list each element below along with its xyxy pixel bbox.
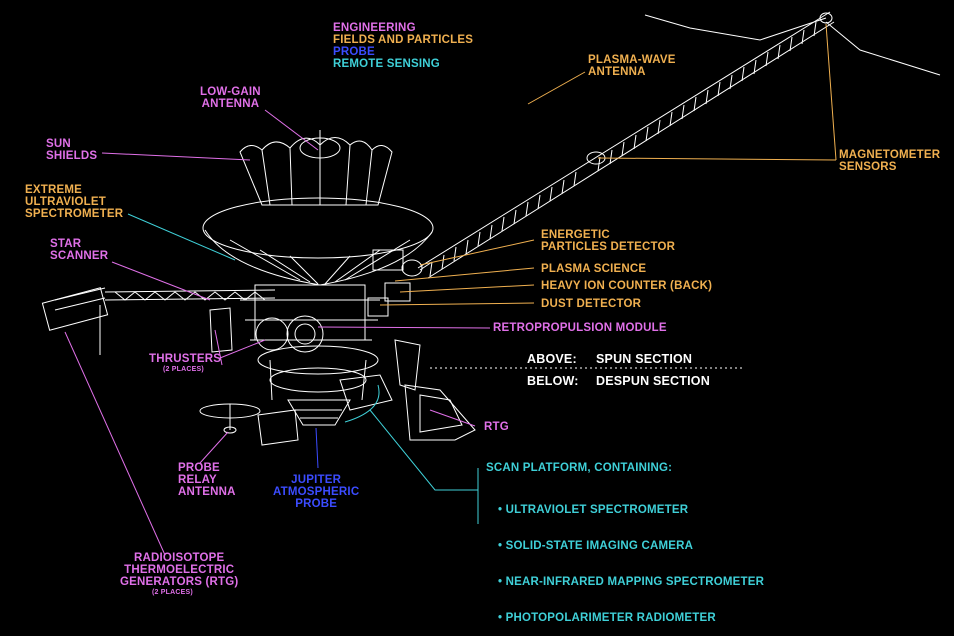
label-thrusters: THRUSTERS — [149, 353, 222, 365]
spacecraft-diagram — [41, 11, 941, 556]
scan-platform-item: PHOTOPOLARIMETER RADIOMETER — [498, 612, 764, 624]
label-retropropulsion-module: RETROPROPULSION MODULE — [493, 322, 667, 334]
label-heavy-ion-counter: HEAVY ION COUNTER (BACK) — [541, 280, 713, 292]
label-star-scanner: STAR SCANNER — [50, 238, 109, 262]
label-plasma-science: PLASMA SCIENCE — [541, 263, 647, 275]
label-rtg-generators: RADIOISOTOPE THERMOELECTRIC GENERATORS (… — [120, 552, 239, 588]
label-low-gain-antenna: LOW-GAIN ANTENNA — [200, 86, 261, 110]
label-thrusters-note: (2 PLACES) — [163, 366, 204, 373]
scan-platform-list: ULTRAVIOLET SPECTROMETER SOLID-STATE IMA… — [498, 480, 764, 636]
despun-section — [257, 345, 393, 426]
label-extreme-ultraviolet-spectrometer: EXTREME ULTRAVIOLET SPECTROMETER — [25, 184, 124, 220]
particle-detectors — [367, 249, 423, 317]
fields-particles-leaders — [379, 23, 837, 306]
rtg-boom — [41, 287, 276, 355]
label-probe-relay-antenna: PROBE RELAY ANTENNA — [178, 462, 236, 498]
antenna-dish — [202, 197, 434, 286]
probe-relay-antenna — [199, 403, 299, 446]
label-magnetometer-sensors: MAGNETOMETER SENSORS — [839, 149, 941, 173]
legend-fields-and-particles: FIELDS AND PARTICLES — [333, 34, 474, 46]
legend-probe: PROBE — [333, 46, 375, 58]
label-dust-detector: DUST DETECTOR — [541, 298, 642, 310]
label-below: BELOW: — [527, 374, 579, 388]
remote-sensing-leaders — [127, 213, 479, 524]
probe-leader — [315, 427, 319, 469]
spun-section-body — [209, 284, 421, 391]
scan-platform-item: ULTRAVIOLET SPECTROMETER — [498, 504, 764, 516]
label-energetic-particles-detector: ENERGETIC PARTICLES DETECTOR — [541, 229, 676, 253]
label-plasma-wave-antenna: PLASMA-WAVE ANTENNA — [588, 54, 676, 78]
label-sun-shields: SUN SHIELDS — [46, 138, 98, 162]
label-above: ABOVE: — [527, 352, 577, 366]
plasma-wave-antenna — [644, 14, 827, 41]
right-rtg — [404, 384, 476, 441]
legend-remote-sensing: REMOTE SENSING — [333, 58, 440, 70]
scan-platform-title: SCAN PLATFORM, CONTAINING: — [486, 462, 673, 474]
scan-platform-item: NEAR-INFRARED MAPPING SPECTROMETER — [498, 576, 764, 588]
engineering-leaders — [64, 109, 491, 556]
sun-shield-cone — [239, 130, 393, 206]
scan-platform-item: SOLID-STATE IMAGING CAMERA — [498, 540, 764, 552]
label-rtg-generators-note: (2 PLACES) — [152, 589, 193, 596]
label-spun-section: SPUN SECTION — [596, 352, 693, 366]
legend-engineering: ENGINEERING — [333, 22, 416, 34]
label-jupiter-atmospheric-probe: JUPITER ATMOSPHERIC PROBE — [273, 474, 360, 510]
label-despun-section: DESPUN SECTION — [596, 374, 710, 388]
magnetometer-boom — [417, 11, 835, 279]
label-rtg: RTG — [484, 421, 509, 433]
